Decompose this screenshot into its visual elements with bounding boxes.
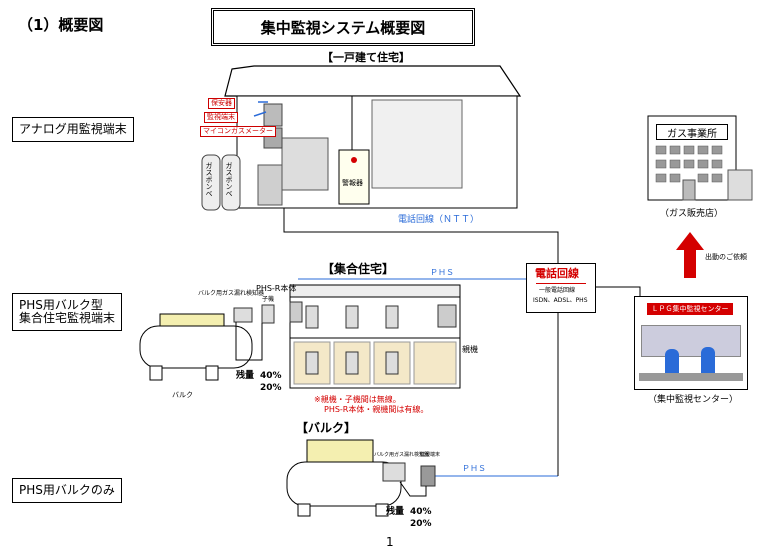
page-number: 1 — [386, 535, 394, 549]
remaining-label-1: 残量 — [236, 371, 255, 381]
phs-r-body — [289, 301, 303, 323]
alarm-label: 警報器 — [342, 179, 363, 187]
apartment-heading: 【集合住宅】 — [322, 262, 395, 276]
house-roof — [224, 65, 522, 97]
phs-r-body-label: PHS-R本体 — [256, 284, 297, 293]
leak-detector-label: バルク用ガス漏れ検知器 — [198, 290, 265, 297]
remaining-1a: 40% — [260, 371, 282, 381]
house-heading: 【一戸建て住宅】 — [322, 51, 410, 64]
dispatch-label: 出動のご依頼 — [705, 253, 747, 261]
diagram-title: 集中監視システム概要図 — [211, 8, 475, 46]
remaining-2b: 20% — [410, 519, 432, 529]
gas-office-windows — [655, 145, 723, 183]
ntt-line-label: 電話回線（ＮＴＴ） — [398, 215, 480, 225]
monitoring-center-picture: ＬＰＧ集中監視センター — [634, 296, 748, 390]
bulk-detector-label: バルク用ガス漏れ検知器 — [374, 452, 430, 458]
label-phs-bulk-only: PHS用バルクのみ — [12, 478, 122, 504]
note-1: ※親機・子機間は無線。 — [314, 395, 401, 404]
bulk-tank-1 — [139, 325, 253, 369]
note-2: PHS-R本体・親機間は有線。 — [324, 405, 429, 414]
gas-office-caption: （ガス販売店） — [660, 209, 724, 219]
kitchen-counter — [281, 137, 329, 191]
ntt-line — [283, 208, 559, 263]
apartment-meters — [305, 305, 399, 375]
phone-box-line2: ISDN、ADSL、PHS — [533, 297, 588, 304]
center-caption: （集中監視センター） — [648, 395, 739, 405]
water-heater — [257, 164, 283, 206]
remaining-label-2: 残量 — [386, 507, 405, 517]
tag-monitor-terminal: 監視端末 — [204, 112, 238, 123]
gas-office-sign: ガス事業所 — [656, 124, 728, 140]
label-phs-bulk-line2: 集合住宅監視端末 — [19, 311, 116, 326]
label-analog: アナログ用監視端末 — [12, 117, 134, 143]
bulk-caption: バルク — [172, 391, 193, 399]
cylinder-label-2: ガスボンベ — [225, 162, 233, 197]
gas-cylinder-2 — [221, 154, 241, 211]
cylinder-label-1: ガスボンベ — [205, 162, 213, 197]
remaining-2a: 40% — [410, 507, 432, 517]
tag-protector: 保安器 — [208, 98, 235, 109]
gas-office-door — [682, 179, 696, 201]
label-phs-bulk-line1: PHS用バルク型 — [19, 298, 103, 312]
monitor-terminal-device — [263, 103, 283, 127]
bulk-heading: 【バルク】 — [296, 421, 357, 435]
leak-detector-1 — [233, 307, 253, 323]
dispatch-arrow — [676, 232, 704, 278]
label-phs-bulk: PHS用バルク型 集合住宅監視端末 — [12, 293, 123, 332]
gas-cylinder-1 — [201, 154, 221, 211]
center-sign: ＬＰＧ集中監視センター — [647, 303, 733, 315]
child-unit — [261, 304, 275, 324]
child-unit-label: 子機 — [262, 296, 275, 303]
bulk-device-label: 監視端末 — [420, 452, 441, 458]
section-heading: （1）概要図 — [18, 16, 104, 34]
phone-box-title: 電話回線 — [535, 267, 579, 280]
phone-line-box: 電話回線 一般電話回線 ISDN、ADSL、PHS — [526, 263, 596, 313]
parent-unit — [437, 304, 457, 328]
phs-label-bulk: ＰＨＳ — [462, 464, 486, 473]
remaining-1b: 20% — [260, 383, 282, 393]
kitchen-shelves — [371, 99, 463, 189]
parent-unit-label: 親機 — [462, 345, 478, 354]
monitor-device-2 — [420, 465, 436, 487]
phone-box-line1: 一般電話回線 — [539, 287, 576, 294]
gas-office-cylinders — [727, 169, 753, 201]
leak-detector-2 — [382, 462, 406, 482]
tag-gas-meter: マイコンガスメーター — [200, 126, 276, 137]
alarm-light — [351, 157, 357, 163]
phs-label-apartment: ＰＨＳ — [430, 268, 454, 277]
